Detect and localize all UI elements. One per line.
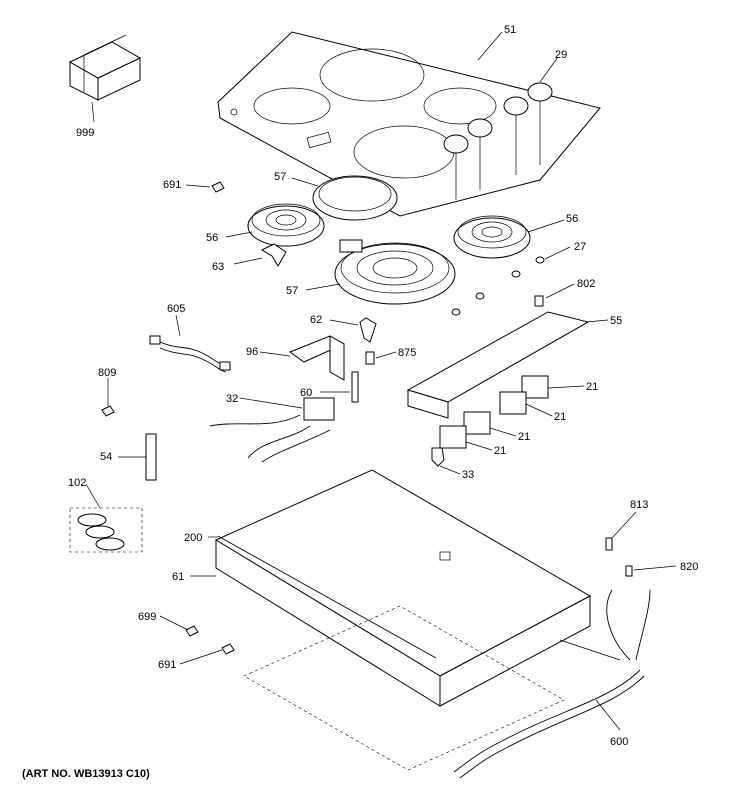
part-29-knobs bbox=[443, 82, 553, 200]
art-number: (ART NO. WB13913 C10) bbox=[22, 768, 150, 780]
callout-820: 820 bbox=[680, 561, 698, 573]
callout-600: 600 bbox=[610, 736, 628, 748]
part-605-harness bbox=[149, 335, 231, 373]
part-802-clip bbox=[534, 295, 544, 307]
part-999-box bbox=[68, 34, 142, 101]
bottom-plate bbox=[243, 605, 565, 771]
callout-21-a: 21 bbox=[586, 381, 598, 393]
part-57-upper-element bbox=[312, 175, 398, 221]
part-699-screw bbox=[185, 625, 199, 637]
part-56-right-element bbox=[453, 215, 531, 259]
callout-999: 999 bbox=[76, 127, 94, 139]
callout-875: 875 bbox=[398, 347, 416, 359]
part-96-bracket bbox=[288, 335, 346, 381]
part-200-rod bbox=[217, 535, 437, 659]
callout-57-lower: 57 bbox=[286, 285, 298, 297]
part-63-bracket bbox=[260, 243, 287, 267]
callout-55: 55 bbox=[610, 315, 622, 327]
part-875 bbox=[365, 351, 375, 365]
callout-699: 699 bbox=[138, 611, 156, 623]
callout-32: 32 bbox=[226, 393, 238, 405]
part-55-bracket bbox=[406, 311, 590, 419]
callout-802: 802 bbox=[577, 278, 595, 290]
callout-102: 102 bbox=[68, 477, 86, 489]
callout-33: 33 bbox=[462, 469, 474, 481]
callout-96: 96 bbox=[246, 346, 258, 358]
part-691-screw-lower bbox=[221, 643, 235, 655]
part-51-glass-top bbox=[217, 31, 601, 217]
callout-51: 51 bbox=[504, 24, 516, 36]
callout-691-upper: 691 bbox=[163, 179, 181, 191]
callout-691-lower: 691 bbox=[158, 659, 176, 671]
callout-29: 29 bbox=[555, 49, 567, 61]
callout-57-upper: 57 bbox=[274, 171, 286, 183]
part-691-screw-upper bbox=[211, 181, 225, 193]
callout-605: 605 bbox=[167, 303, 185, 315]
callout-21-b: 21 bbox=[554, 411, 566, 423]
callout-813: 813 bbox=[630, 499, 648, 511]
part-60-rod bbox=[351, 371, 359, 403]
part-57-large-element bbox=[334, 239, 456, 305]
callout-200: 200 bbox=[184, 532, 202, 544]
part-32-switch bbox=[209, 397, 335, 463]
callout-21-d: 21 bbox=[494, 445, 506, 457]
callout-27: 27 bbox=[574, 241, 586, 253]
callout-63: 63 bbox=[212, 261, 224, 273]
callout-61: 61 bbox=[172, 571, 184, 583]
part-600-cord bbox=[453, 589, 651, 779]
part-33 bbox=[431, 447, 445, 467]
part-54-strip bbox=[145, 433, 157, 481]
part-102-assembly bbox=[69, 507, 143, 553]
part-27-grommets bbox=[451, 256, 545, 316]
callout-54: 54 bbox=[100, 451, 112, 463]
callout-60: 60 bbox=[300, 387, 312, 399]
leader-lines bbox=[85, 31, 677, 731]
callout-62: 62 bbox=[310, 314, 322, 326]
part-62-bracket bbox=[359, 317, 377, 343]
callout-labels: 51 29 999 691 57 56 56 27 63 57 802 605 … bbox=[68, 24, 698, 748]
part-61-main-pan bbox=[214, 469, 592, 707]
callout-21-c: 21 bbox=[518, 431, 530, 443]
part-56-left-element bbox=[247, 203, 325, 247]
callout-809: 809 bbox=[98, 367, 116, 379]
part-809-screw bbox=[101, 405, 115, 417]
part-813-screw bbox=[605, 537, 613, 551]
callout-56-right: 56 bbox=[566, 213, 578, 225]
callout-56-left: 56 bbox=[206, 232, 218, 244]
part-820-screw bbox=[625, 565, 633, 577]
part-21-switches bbox=[439, 375, 549, 449]
